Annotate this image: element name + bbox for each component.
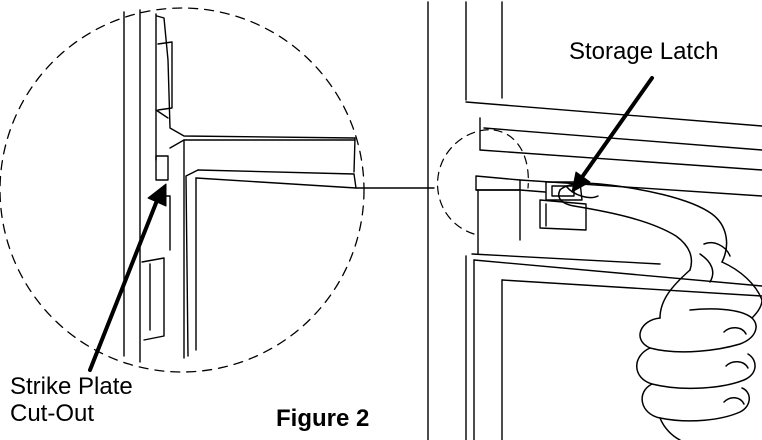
latch-detail-circle xyxy=(436,129,529,235)
strike-plate-label-line2: Cut-Out xyxy=(10,399,95,427)
cabinet-frame xyxy=(427,1,762,440)
detail-magnifier xyxy=(0,7,365,373)
strike-plate-label-line1: Strike Plate xyxy=(10,373,133,400)
hand-illustration xyxy=(558,182,762,440)
figure-caption: Figure 2 xyxy=(276,405,370,432)
strike-plate-arrow xyxy=(88,183,167,372)
storage-latch xyxy=(539,181,587,231)
storage-latch-arrow xyxy=(571,76,654,193)
door-frame-detail xyxy=(123,9,357,363)
strike-plate-label: Strike Plate Cut-Out xyxy=(10,373,133,428)
magnifier-circle xyxy=(0,7,365,373)
storage-latch-label: Storage Latch xyxy=(569,38,719,65)
